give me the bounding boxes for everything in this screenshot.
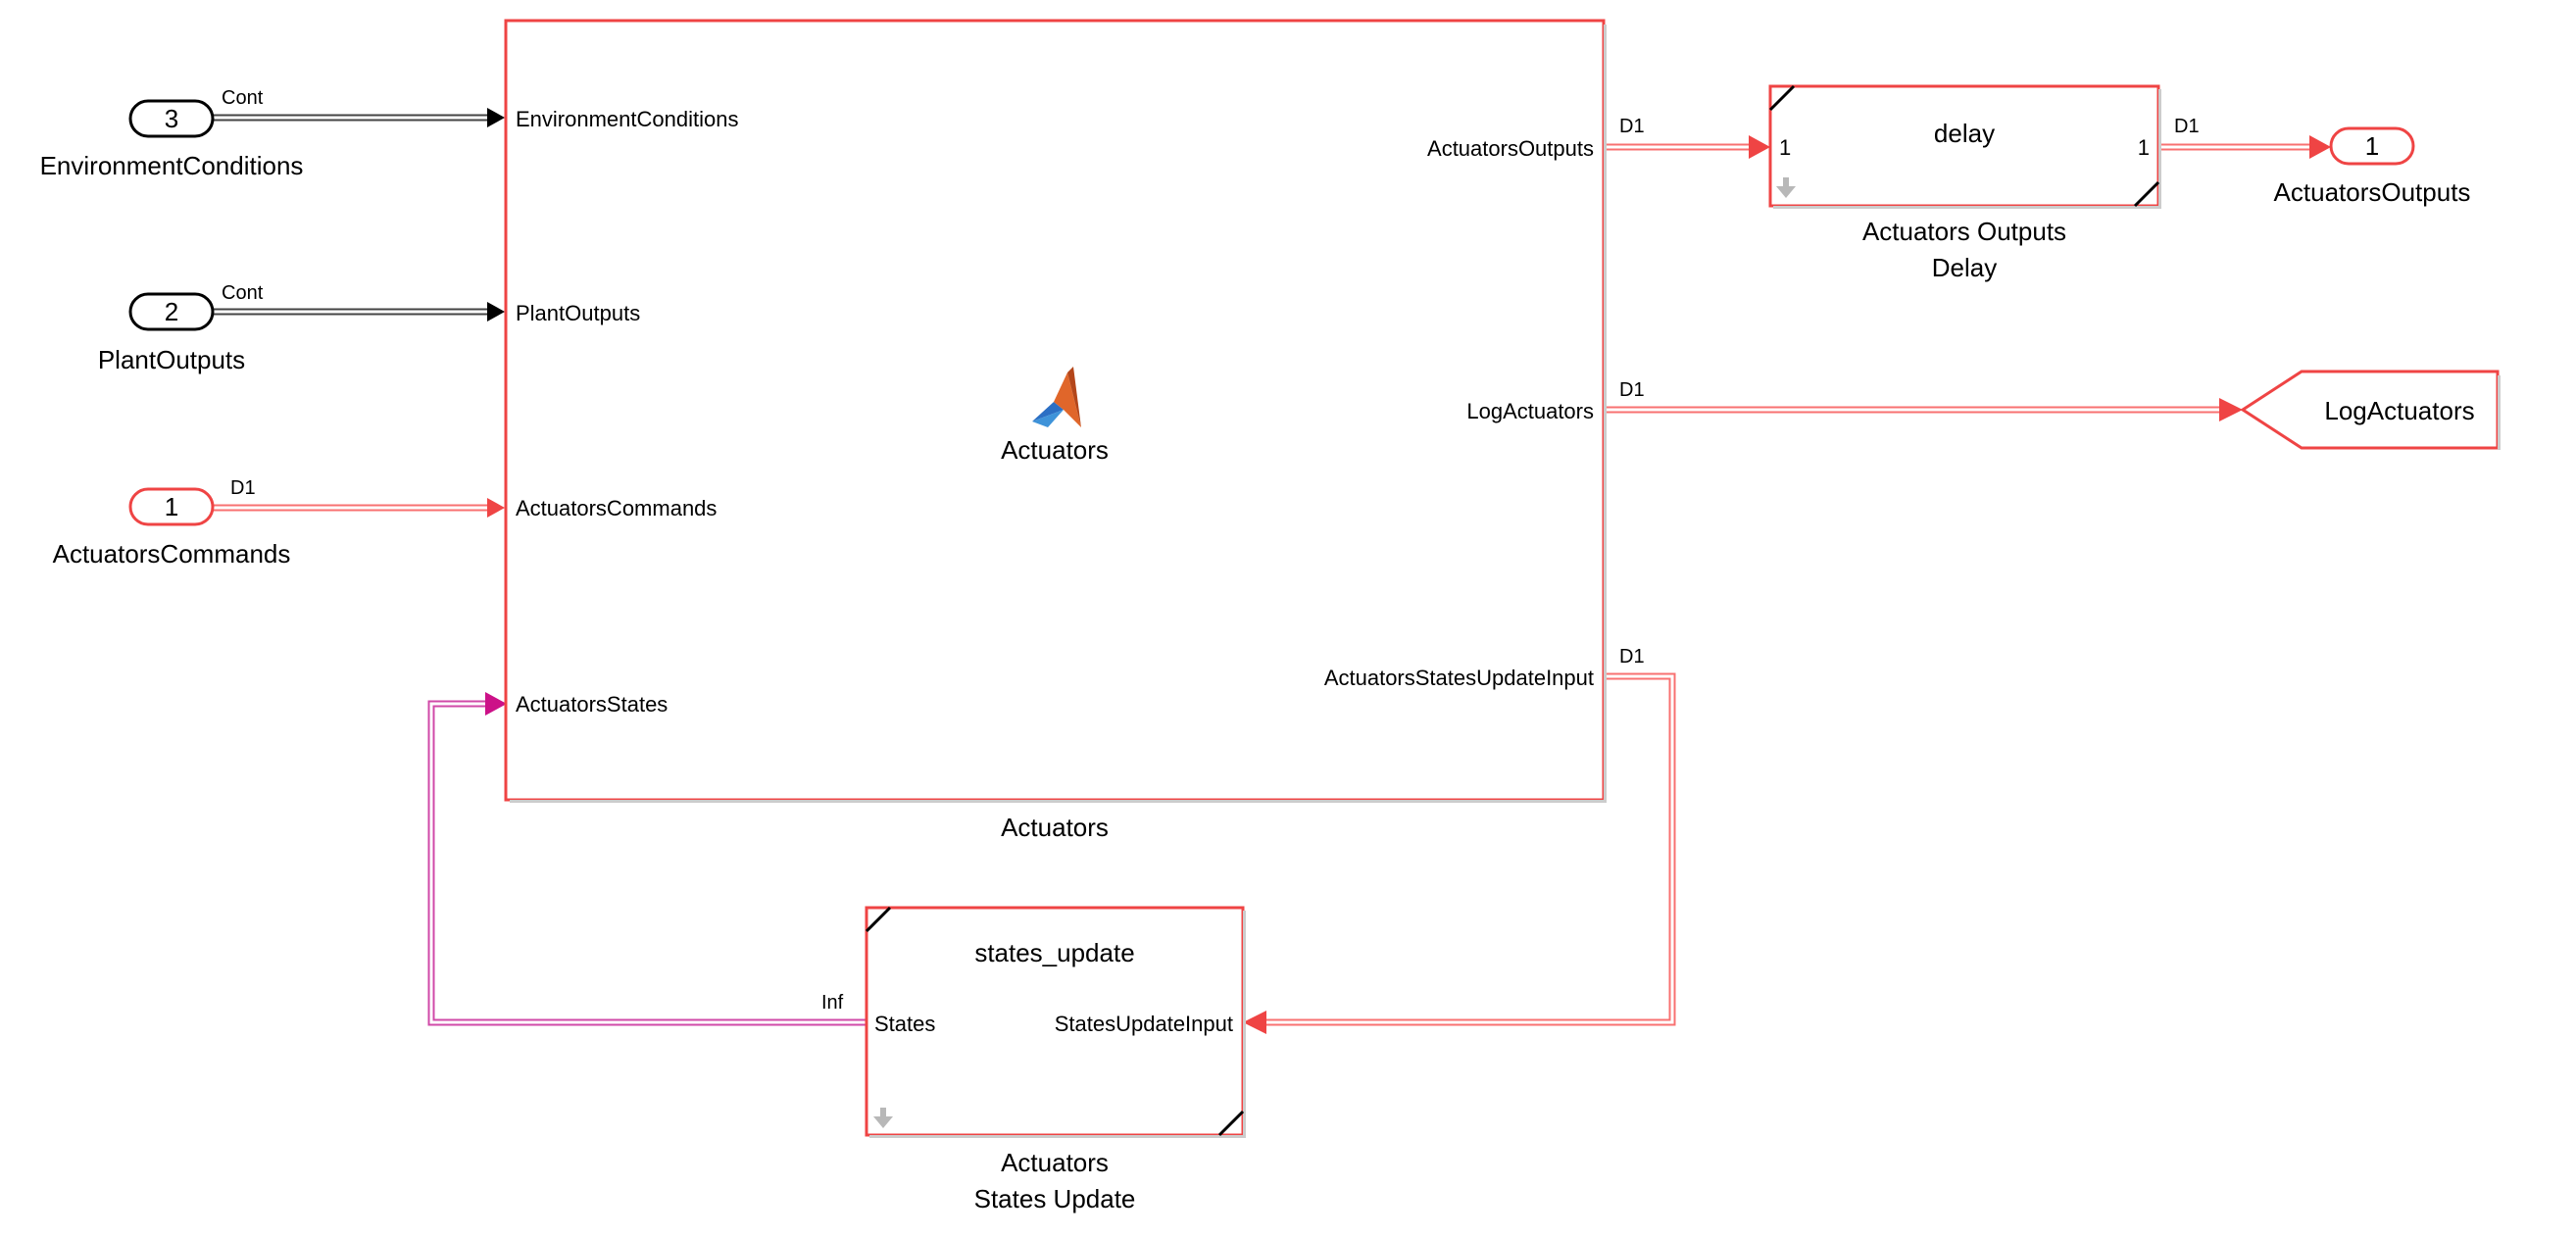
corner-mark: [2133, 180, 2160, 208]
inport-label: PlantOutputs: [98, 345, 245, 374]
signal-line-states-update-input[interactable]: [1243, 672, 1676, 1034]
signal-line-plant-outputs[interactable]: [214, 302, 505, 322]
block-title: states_update: [974, 938, 1134, 967]
arrowhead: [487, 302, 505, 322]
delay-block-caption-line2: Delay: [1932, 253, 1997, 282]
signal-line-actuators-states[interactable]: [427, 692, 867, 1026]
outport-number: 1: [2365, 131, 2379, 161]
corner-mark: [1217, 1110, 1245, 1137]
signal-label-update: D1: [1619, 646, 1645, 668]
matlab-logo-icon: [1032, 367, 1081, 427]
goto-block-log-actuators[interactable]: LogActuators: [2240, 370, 2501, 450]
delay-block-caption-line1: Actuators Outputs: [1862, 217, 2066, 246]
states-block-caption-line2: States Update: [974, 1184, 1136, 1213]
output-port-label: ActuatorsStatesUpdateInput: [1324, 666, 1594, 690]
input-port-label: EnvironmentConditions: [516, 107, 738, 131]
corner-mark: [865, 906, 892, 933]
block-shadow: [1604, 25, 1607, 803]
signal-line-environment-conditions[interactable]: [214, 108, 505, 127]
block-shadow: [1773, 206, 2160, 209]
block-shadow: [2158, 89, 2161, 209]
inport-number: 3: [165, 104, 178, 133]
outport-actuators-outputs[interactable]: 1 ActuatorsOutputs: [2274, 126, 2471, 207]
actuators-block-caption: Actuators: [1001, 813, 1109, 842]
block-shadow: [869, 1135, 1245, 1138]
signal-line-actuators-commands[interactable]: [214, 498, 505, 518]
inport-number: 2: [165, 297, 178, 326]
output-port-label: LogActuators: [1466, 399, 1594, 423]
signal-line-delay-output[interactable]: [2158, 135, 2331, 159]
signal-label-log: D1: [1619, 379, 1645, 401]
down-arrow-icon: [1776, 177, 1796, 198]
signal-label-plant: Cont: [222, 282, 264, 304]
input-port-number: 1: [1779, 135, 1791, 160]
delay-block[interactable]: delay 1 1: [1768, 84, 2161, 209]
states-update-block[interactable]: states_update States StatesUpdateInput: [865, 906, 1246, 1138]
corner-mark: [1768, 84, 1796, 112]
inport-label: EnvironmentConditions: [40, 151, 304, 180]
inport-environment-conditions[interactable]: 3 EnvironmentConditions: [40, 99, 304, 180]
input-port-label: ActuatorsStates: [516, 692, 668, 717]
arrowhead: [2219, 398, 2243, 421]
block-shadow: [510, 800, 1606, 803]
block-shadow: [1243, 911, 1246, 1138]
input-port-label: ActuatorsCommands: [516, 496, 717, 520]
arrowhead: [1243, 1011, 1266, 1034]
signal-label-delay-out: D1: [2174, 116, 2200, 137]
arrowhead: [485, 692, 507, 716]
arrowhead: [2309, 135, 2331, 159]
inport-label: ActuatorsCommands: [53, 539, 291, 569]
signal-label-env: Cont: [222, 87, 264, 109]
signal-label-states: Inf: [821, 992, 844, 1014]
output-port-number: 1: [2138, 135, 2150, 160]
signal-line-log-actuators[interactable]: [1604, 398, 2243, 421]
signal-label-outputs: D1: [1619, 116, 1645, 137]
block-title: delay: [1934, 119, 1995, 148]
actuators-block[interactable]: EnvironmentConditions PlantOutputs Actua…: [504, 19, 1607, 803]
input-port-label: StatesUpdateInput: [1055, 1012, 1233, 1036]
signal-label-cmd: D1: [230, 477, 256, 499]
down-arrow-icon: [873, 1108, 893, 1128]
arrowhead: [487, 108, 505, 127]
block-shadow: [2498, 375, 2501, 450]
states-block-caption-line1: Actuators: [1001, 1148, 1109, 1177]
block-title: Actuators: [1001, 435, 1109, 465]
output-port-label: States: [874, 1012, 935, 1036]
inport-number: 1: [165, 492, 178, 521]
goto-tag-label: LogActuators: [2324, 396, 2474, 425]
signal-line-actuators-outputs[interactable]: [1604, 135, 1770, 159]
arrowhead: [487, 498, 505, 518]
input-port-label: PlantOutputs: [516, 301, 640, 325]
inport-plant-outputs[interactable]: 2 PlantOutputs: [98, 292, 245, 374]
inport-actuators-commands[interactable]: 1 ActuatorsCommands: [53, 487, 291, 569]
output-port-label: ActuatorsOutputs: [1427, 136, 1594, 161]
arrowhead: [1749, 135, 1770, 159]
outport-label: ActuatorsOutputs: [2274, 177, 2471, 207]
